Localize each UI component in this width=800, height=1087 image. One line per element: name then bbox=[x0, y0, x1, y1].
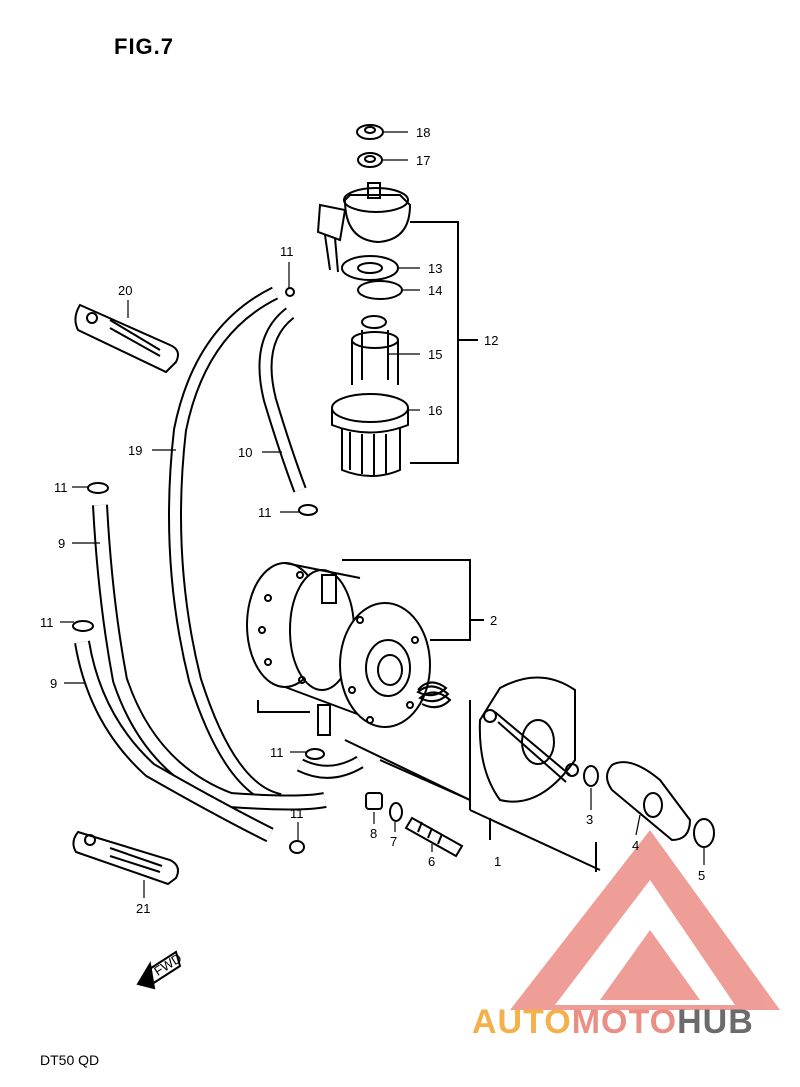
callout-4: 4 bbox=[632, 838, 639, 853]
callout-3: 3 bbox=[586, 812, 593, 827]
callout-13: 13 bbox=[428, 261, 442, 276]
washer-17 bbox=[357, 152, 383, 168]
fwd-arrow bbox=[136, 950, 182, 990]
washer-3 bbox=[583, 765, 599, 787]
callout-7: 7 bbox=[390, 834, 397, 849]
callout-11-top: 11 bbox=[280, 244, 294, 259]
o-ring-14 bbox=[357, 280, 403, 300]
clip-11-b bbox=[298, 504, 318, 516]
bracket-21 bbox=[72, 830, 179, 886]
callout-11-d: 11 bbox=[40, 615, 54, 630]
stud-6 bbox=[404, 816, 464, 858]
callout-17: 17 bbox=[416, 153, 430, 168]
watermark-text: AUTOMOTOHUB bbox=[472, 1003, 754, 1042]
callout-10: 10 bbox=[238, 445, 252, 460]
filter-cup-16 bbox=[331, 393, 409, 477]
callout-labels: 18 17 13 14 12 15 16 11 20 19 10 11 11 9… bbox=[40, 125, 705, 979]
o-ring-13 bbox=[341, 255, 399, 281]
o-ring-5 bbox=[693, 818, 715, 848]
filter-cap bbox=[316, 182, 412, 273]
leader-lines bbox=[60, 131, 705, 898]
callout-21: 21 bbox=[136, 901, 150, 916]
callout-9-a: 9 bbox=[58, 536, 65, 551]
callout-15: 15 bbox=[428, 347, 442, 362]
watermark-moto: MOTO bbox=[571, 1003, 678, 1041]
callout-5: 5 bbox=[698, 868, 705, 883]
callout-11-c: 11 bbox=[54, 480, 68, 495]
nut-8 bbox=[365, 792, 383, 810]
callout-11-b: 11 bbox=[258, 505, 272, 520]
callout-12: 12 bbox=[484, 333, 498, 348]
callout-20: 20 bbox=[118, 283, 132, 298]
clip-11-d bbox=[72, 620, 94, 632]
callout-2: 2 bbox=[490, 613, 497, 628]
spring bbox=[416, 681, 452, 709]
callout-11-e: 11 bbox=[270, 745, 284, 760]
clip-11-f bbox=[289, 840, 305, 854]
figure-title: FIG.7 bbox=[114, 34, 175, 59]
callout-18: 18 bbox=[416, 125, 430, 140]
clip-11-top bbox=[285, 287, 295, 297]
watermark-logo bbox=[510, 830, 780, 1010]
pump-cover-1 bbox=[478, 676, 579, 803]
clip-11-e bbox=[305, 748, 325, 760]
callout-6: 6 bbox=[428, 854, 435, 869]
bracket-20 bbox=[74, 303, 179, 374]
plate-4 bbox=[606, 761, 692, 842]
filter-element-15 bbox=[351, 315, 399, 385]
model-code: DT50 QD bbox=[40, 1052, 100, 1068]
callout-19: 19 bbox=[128, 443, 142, 458]
nut-18 bbox=[356, 124, 384, 140]
clip-11-c bbox=[87, 482, 109, 494]
callout-9-b: 9 bbox=[50, 676, 57, 691]
callout-8: 8 bbox=[370, 826, 377, 841]
fuel-pump-2 bbox=[246, 562, 431, 736]
watermark-hub: HUB bbox=[677, 1003, 754, 1041]
callout-11-f: 11 bbox=[290, 806, 304, 821]
watermark-auto: AUTO bbox=[472, 1003, 572, 1041]
washer-7 bbox=[389, 802, 403, 822]
callout-16: 16 bbox=[428, 403, 442, 418]
callout-14: 14 bbox=[428, 283, 442, 298]
callout-1: 1 bbox=[494, 854, 501, 869]
